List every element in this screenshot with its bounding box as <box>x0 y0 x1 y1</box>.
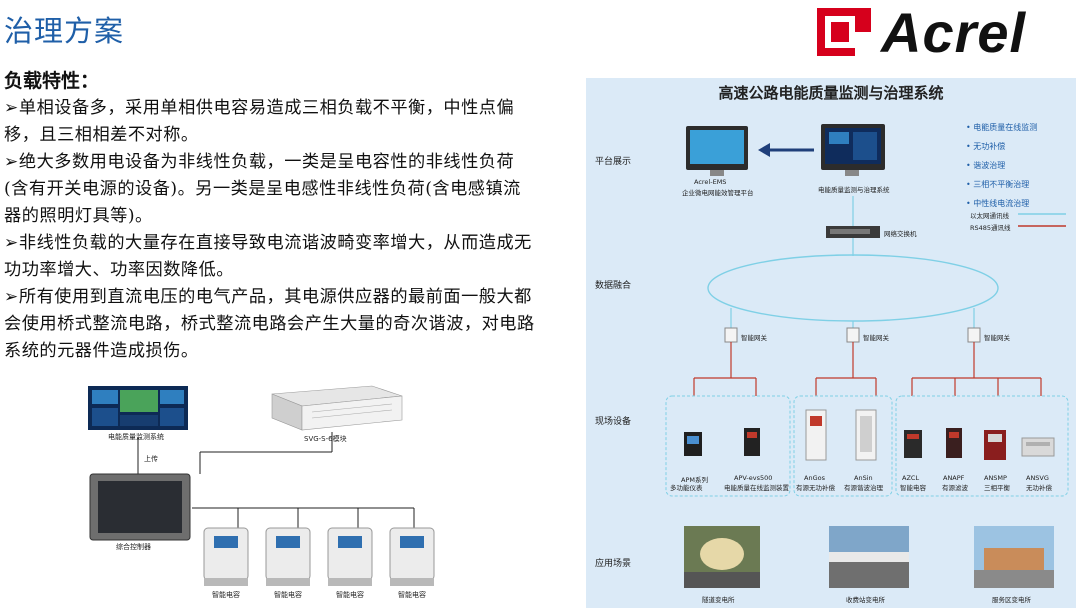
device-name: APM系列 <box>681 476 708 484</box>
device-name: APV-evs500 <box>734 474 773 482</box>
capacitor-label: 智能电容 <box>398 591 426 599</box>
scenario-photo <box>684 526 760 588</box>
section-label-field: 现场设备 <box>595 417 632 427</box>
gateway-image <box>724 327 738 343</box>
list-item: ➢绝大多数用电设备为非线性负载，一类是呈电容性的非线性负荷(含有开关电源的设备)… <box>4 152 521 226</box>
section-label-platform: 平台展示 <box>595 157 632 167</box>
device-desc: 有源无功补偿 <box>796 484 835 492</box>
gateway-image <box>846 327 860 343</box>
device-icon <box>904 430 922 458</box>
legend-rs485-label: RS485通讯线 <box>970 224 1011 232</box>
system-drawing <box>665 124 1069 588</box>
switch-label: 网络交换机 <box>884 230 917 238</box>
upload-label: 上传 <box>144 455 158 463</box>
feature-item: 谐波治理 <box>966 156 1037 175</box>
device-icon <box>744 428 760 456</box>
section-label-scenario: 应用场景 <box>595 559 632 569</box>
device-desc: 三相平衡 <box>984 484 1010 492</box>
load-characteristics-list: ➢单相设备多，采用单相供电容易造成三相负载不平衡，中性点偏移，且三相相差不对称。… <box>4 95 536 365</box>
scenario-images <box>684 526 1054 588</box>
device-icon <box>1021 437 1055 457</box>
governance-schematic: 电能质量监测系统 SVG-S-6模块 上传 综合控制器 智能电容 智能电容 智能… <box>80 382 520 611</box>
controller-image <box>89 473 191 541</box>
feature-item: 三相不平衡治理 <box>966 175 1037 194</box>
capacitor-label: 智能电容 <box>336 591 364 599</box>
system-architecture-diagram: 高速公路电能质量监测与治理系统 平台展示 数据融合 现场设备 应用场景 <box>586 78 1076 608</box>
feature-item: 电能质量在线监测 <box>966 118 1037 137</box>
feature-list: 电能质量在线监测 无功补偿 谐波治理 三相不平衡治理 中性线电流治理 <box>966 118 1037 213</box>
capacitor-unit <box>265 527 311 586</box>
gateway-label: 智能网关 <box>863 334 889 342</box>
page-title: 治理方案 <box>4 14 125 48</box>
quality-screen-caption: 电能质量监测与治理系统 <box>818 186 890 194</box>
svg-module-image <box>271 385 403 431</box>
schematic-drawing <box>88 385 435 586</box>
list-item: ➢所有使用到直流电压的电气产品，其电源供应器的最前面一般大都会使用桥式整流电路，… <box>4 287 535 361</box>
device-name: AnSin <box>854 474 873 482</box>
capacitor-images <box>203 527 435 586</box>
ems-caption-sub: 企业微电网能效管理平台 <box>682 189 754 197</box>
scenario-photo <box>829 526 909 588</box>
controller-label: 综合控制器 <box>116 543 151 551</box>
ems-screen-image <box>686 126 748 176</box>
wiring-lines <box>137 432 415 528</box>
device-desc: 电能质量在线监测装置 <box>724 484 789 492</box>
device-icon <box>684 432 702 456</box>
list-item: ➢单相设备多，采用单相供电容易造成三相负载不平衡，中性点偏移，且三相相差不对称。 <box>4 98 515 145</box>
monitor-label: 电能质量监测系统 <box>108 433 164 441</box>
capacitor-label: 智能电容 <box>274 591 302 599</box>
device-name: ANAPF <box>943 474 965 482</box>
feature-item: 中性线电流治理 <box>966 194 1037 213</box>
acrel-logo: Acrel <box>815 1 1075 64</box>
acrel-logo-mark-icon <box>817 8 871 56</box>
scenario-label: 收费站变电所 <box>846 596 885 604</box>
scenario-photo <box>974 526 1054 588</box>
svg-module-label: SVG-S-6模块 <box>304 435 347 443</box>
feature-item: 无功补偿 <box>966 137 1037 156</box>
quality-screen-image <box>821 124 885 176</box>
gateway-label: 智能网关 <box>984 334 1010 342</box>
section-heading: 负载特性： <box>4 70 100 92</box>
scenario-label: 隧道变电所 <box>702 596 735 604</box>
system-diagram-title: 高速公路电能质量监测与治理系统 <box>718 84 944 102</box>
arrow-head-icon <box>758 143 770 157</box>
device-icon <box>946 428 962 458</box>
ems-caption: Acrel-EMS <box>694 178 727 186</box>
device-icon <box>805 409 827 461</box>
device-name: AZCL <box>902 474 920 482</box>
device-desc: 智能电容 <box>900 484 926 492</box>
device-desc: 有源滤波 <box>942 484 968 492</box>
section-label-data: 数据融合 <box>595 281 632 291</box>
gateway-image <box>967 327 981 343</box>
monitor-screen-image <box>88 386 188 430</box>
device-icon <box>984 430 1006 460</box>
list-item: ➢非线性负载的大量存在直接导致电流谐波畸变率增大，从而造成无功功率增大、功率因数… <box>4 233 532 280</box>
device-name: AnGos <box>804 474 825 482</box>
capacitor-label: 智能电容 <box>212 591 240 599</box>
network-switch-image <box>826 226 880 238</box>
scenario-label: 服务区变电所 <box>992 596 1031 604</box>
legend-ethernet-label: 以太网通讯线 <box>970 212 1009 220</box>
capacitor-unit <box>327 527 373 586</box>
capacitor-unit <box>203 527 249 586</box>
device-desc: 有源谐波治理 <box>844 484 883 492</box>
data-fusion-ring <box>707 254 999 322</box>
device-name: ANSMP <box>984 474 1007 482</box>
capacitor-unit <box>389 527 435 586</box>
device-desc: 多功能仪表 <box>670 484 703 492</box>
device-images <box>684 409 1055 461</box>
gateway-label: 智能网关 <box>741 334 767 342</box>
device-icon <box>855 409 877 461</box>
device-name: ANSVG <box>1026 474 1049 482</box>
acrel-logo-text: Acrel <box>881 1 1027 64</box>
device-desc: 无功补偿 <box>1026 484 1052 492</box>
